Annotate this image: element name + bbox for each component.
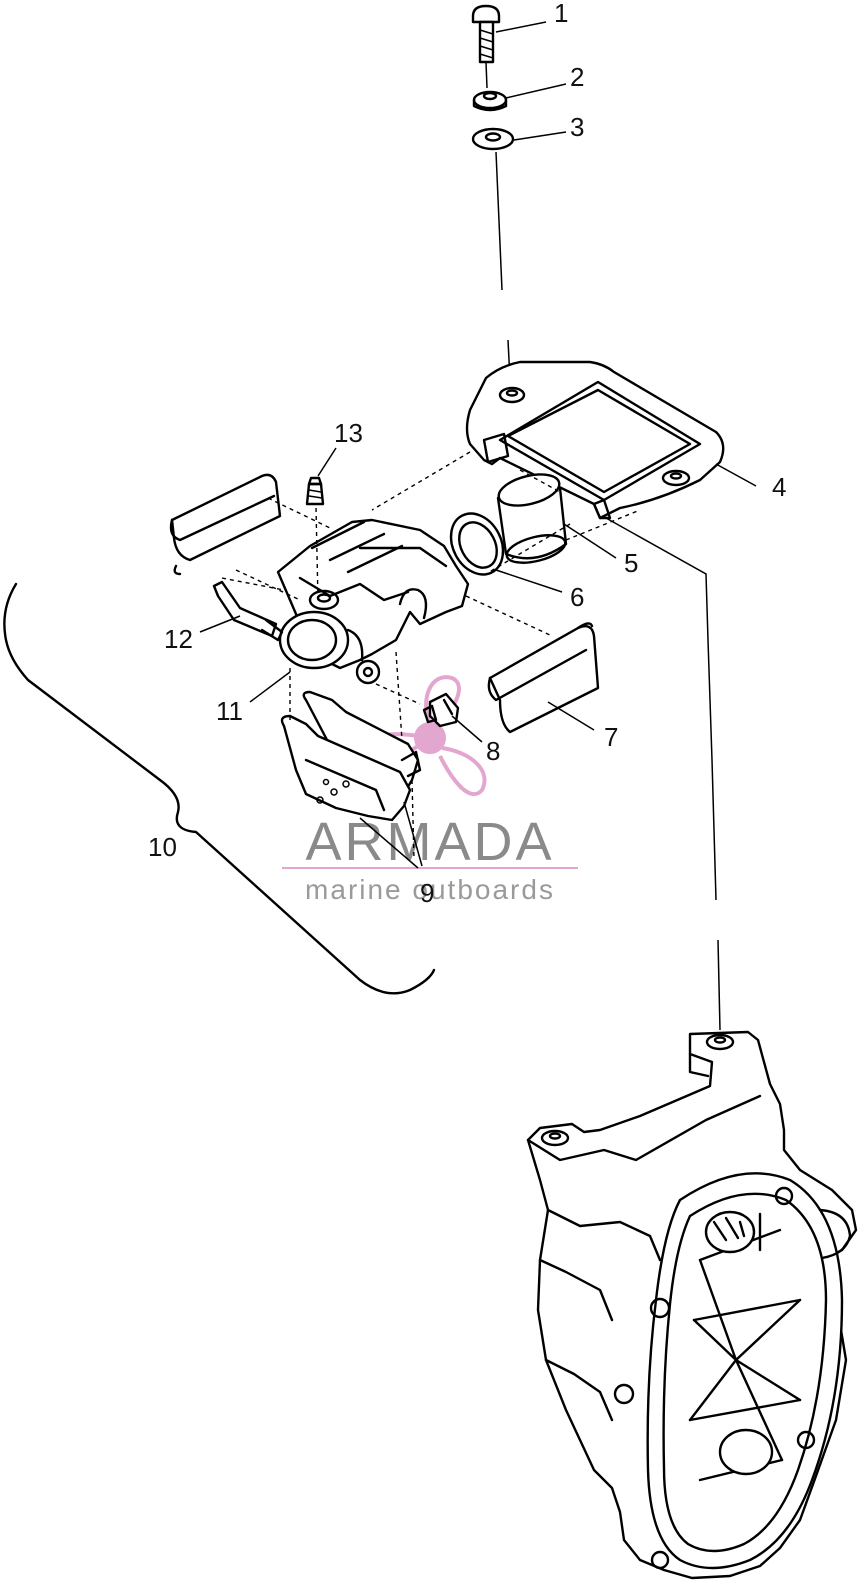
callout-2: 2	[570, 62, 584, 92]
part-9-brake-pads	[280, 690, 422, 822]
callout-11: 11	[216, 696, 243, 726]
callout-12: 12	[164, 624, 193, 654]
caliper-body	[276, 518, 470, 685]
part-7-pad-shim-right	[487, 622, 600, 734]
part-5-piston	[496, 473, 568, 564]
caliper-mounting-housing	[526, 1030, 858, 1580]
part-4-bracket	[465, 360, 725, 520]
callout-9: 9	[420, 878, 434, 908]
part-6-seal-ring	[449, 512, 505, 576]
assembly-lines	[221, 451, 641, 861]
part-10-group-bracket	[3, 582, 436, 995]
watermark-title: ARMADA	[305, 812, 554, 872]
callout-3: 3	[570, 112, 584, 142]
callout-1: 1	[554, 0, 568, 28]
callout-4: 4	[772, 472, 786, 502]
part-12-guide-pin	[212, 580, 284, 642]
callout-5: 5	[624, 548, 638, 578]
part-1-bolt	[471, 4, 501, 89]
callout-6: 6	[570, 582, 584, 612]
part-2-lock-washer	[472, 90, 508, 112]
part-13-bleeder-screw	[305, 476, 325, 506]
callout-10: 10	[148, 832, 177, 862]
callout-13: 13	[334, 418, 363, 448]
callout-7: 7	[604, 722, 618, 752]
part-8-bleeder-nipple	[422, 692, 460, 728]
leader-lines	[199, 21, 757, 869]
part-3-flat-washer	[471, 127, 515, 151]
callout-8: 8	[486, 736, 500, 766]
part-7-pad-shim-left	[169, 473, 282, 576]
watermark-subtitle: marine outboards	[305, 874, 555, 905]
callout-labels: 1 2 3 4 5 6 7 8 9 10 11 12 13	[148, 0, 786, 908]
